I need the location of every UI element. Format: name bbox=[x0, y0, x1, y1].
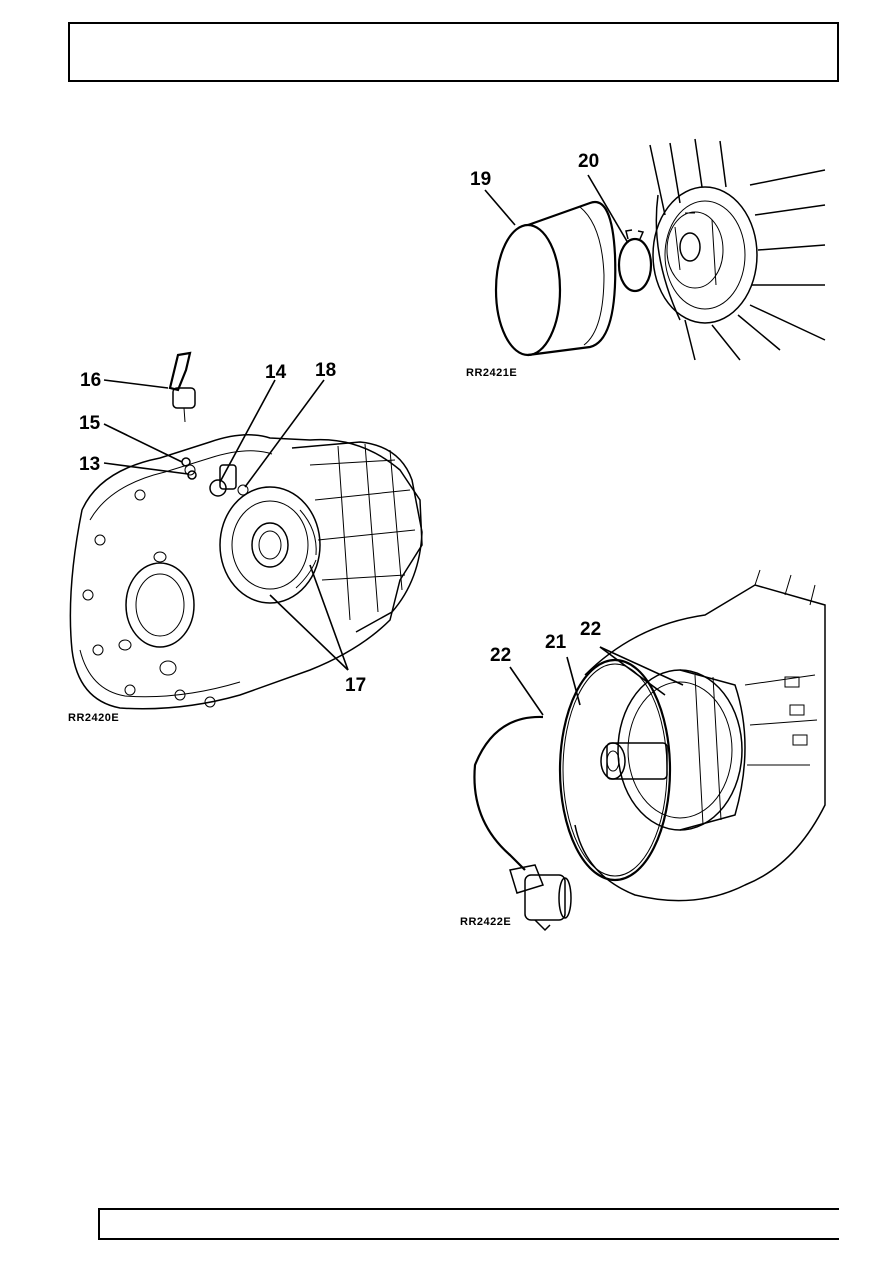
page-header-box bbox=[68, 22, 839, 82]
callout-20: 20 bbox=[578, 151, 600, 172]
callout-21: 21 bbox=[545, 632, 567, 653]
callout-13: 13 bbox=[79, 454, 101, 475]
callout-18: 18 bbox=[315, 360, 337, 381]
page-footer-box bbox=[98, 1208, 839, 1240]
figure-rr2421e bbox=[484, 138, 826, 361]
figure-rr2422e bbox=[473, 569, 826, 932]
callout-14: 14 bbox=[265, 362, 287, 383]
callout-16: 16 bbox=[80, 370, 102, 391]
callout-22-left: 22 bbox=[490, 645, 512, 666]
callout-15: 15 bbox=[79, 413, 101, 434]
callout-19: 19 bbox=[470, 169, 492, 190]
figure-rr2420e bbox=[69, 351, 423, 710]
figure-ref-rr2422e: RR2422E bbox=[460, 916, 512, 928]
callout-22-right: 22 bbox=[580, 619, 602, 640]
callout-17: 17 bbox=[345, 675, 367, 696]
figure-ref-rr2421e: RR2421E bbox=[466, 367, 518, 379]
figure-ref-rr2420e: RR2420E bbox=[68, 712, 120, 724]
